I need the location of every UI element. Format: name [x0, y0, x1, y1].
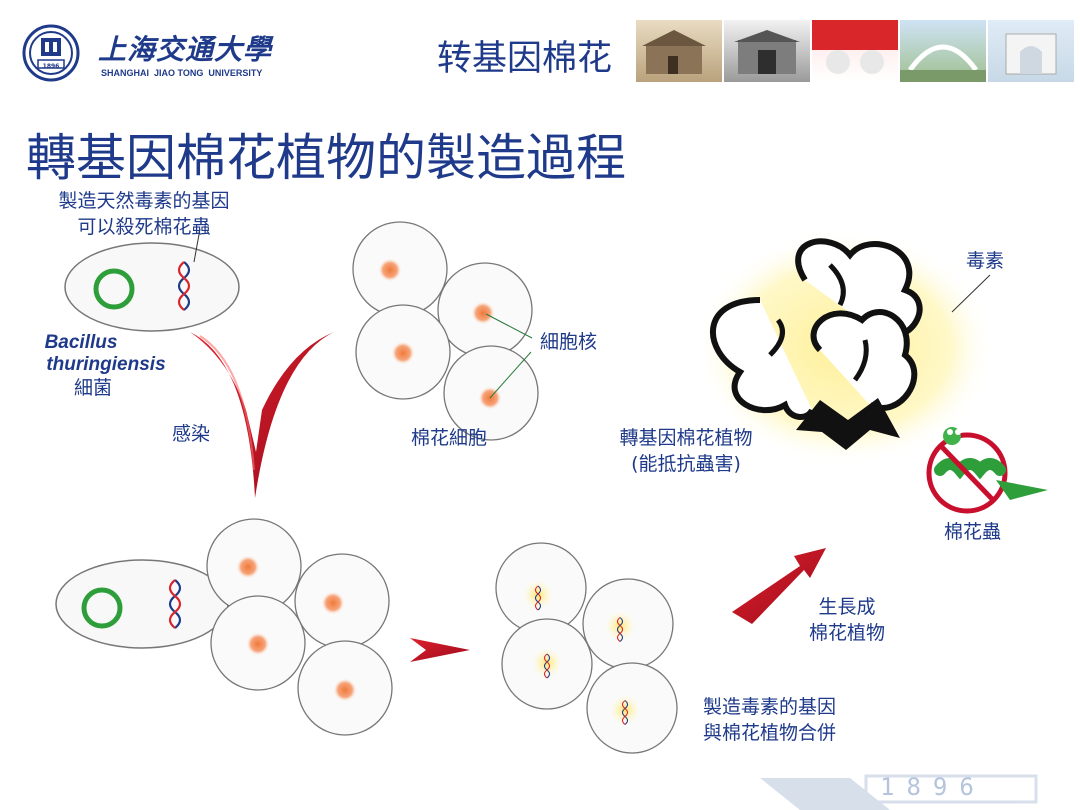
plant-label-line1: 轉基因棉花植物: [619, 427, 753, 449]
gene-label-line2: 可以殺死棉花蟲: [77, 216, 211, 238]
merge-label: 製造毒素的基因 與棉花植物合併: [703, 694, 836, 746]
infect-arrow: [190, 332, 334, 498]
bacterium-top: [64, 228, 240, 332]
pest-label: 棉花蟲: [944, 521, 1002, 543]
header-photo-strip: [636, 20, 1074, 82]
toxin-label: 毒素: [966, 250, 1005, 272]
transformed-cells: [495, 542, 678, 754]
cotton-cells-top: [352, 221, 539, 441]
cotton-plant: [695, 230, 995, 466]
small-arrow-right: [410, 638, 470, 662]
campus-photo-4: [900, 20, 986, 82]
bacillus-genus: Bacillus: [44, 332, 118, 353]
grow-label-line1: 生長成: [818, 596, 876, 618]
gene-label: 製造天然毒素的基因 可以殺死棉花蟲: [20, 188, 268, 240]
campus-photo-2: [724, 20, 810, 82]
university-seal: [22, 24, 80, 82]
merge-label-line1: 製造毒素的基因: [703, 696, 837, 718]
watermark-year: 1896: [880, 773, 986, 801]
university-name-en: SHANGHAI JIAO TONG UNIVERSITY: [101, 68, 263, 78]
bacillus-species: thuringiensis: [46, 354, 166, 375]
nucleus-label: 細胞核: [540, 331, 598, 353]
header-title: 转基因棉花: [437, 39, 613, 79]
infect-label: 感染: [172, 423, 211, 445]
watermark-shape: [760, 774, 1038, 810]
seal-year: 1896: [42, 63, 60, 70]
plant-label: 轉基因棉花植物 (能抵抗蟲害): [593, 425, 779, 477]
slide-title: 轉基因棉花植物的製造過程: [26, 129, 626, 187]
campus-photo-1: [636, 20, 722, 82]
gene-label-line1: 製造天然毒素的基因: [58, 190, 230, 212]
bacillus-label: Bacillus thuringiensis 細菌: [26, 332, 186, 400]
merge-label-line2: 與棉花植物合併: [703, 722, 837, 744]
grow-label: 生長成 棉花植物: [796, 594, 898, 646]
campus-photo-5: [988, 20, 1074, 82]
cotton-cells-bottom-left: [206, 518, 393, 736]
cotton-cell-label: 棉花細胞: [411, 427, 488, 449]
grow-arrow: [732, 548, 826, 624]
bacteria-label: 細菌: [73, 377, 112, 399]
plant-label-line2: (能抵抗蟲害): [631, 453, 741, 475]
grow-label-line2: 棉花植物: [808, 622, 885, 644]
campus-photo-3: [812, 20, 898, 82]
bacterium-bottom: [55, 559, 229, 649]
university-name-cn: 上海交通大學: [98, 33, 273, 66]
pest-no-sign: [926, 427, 1048, 514]
